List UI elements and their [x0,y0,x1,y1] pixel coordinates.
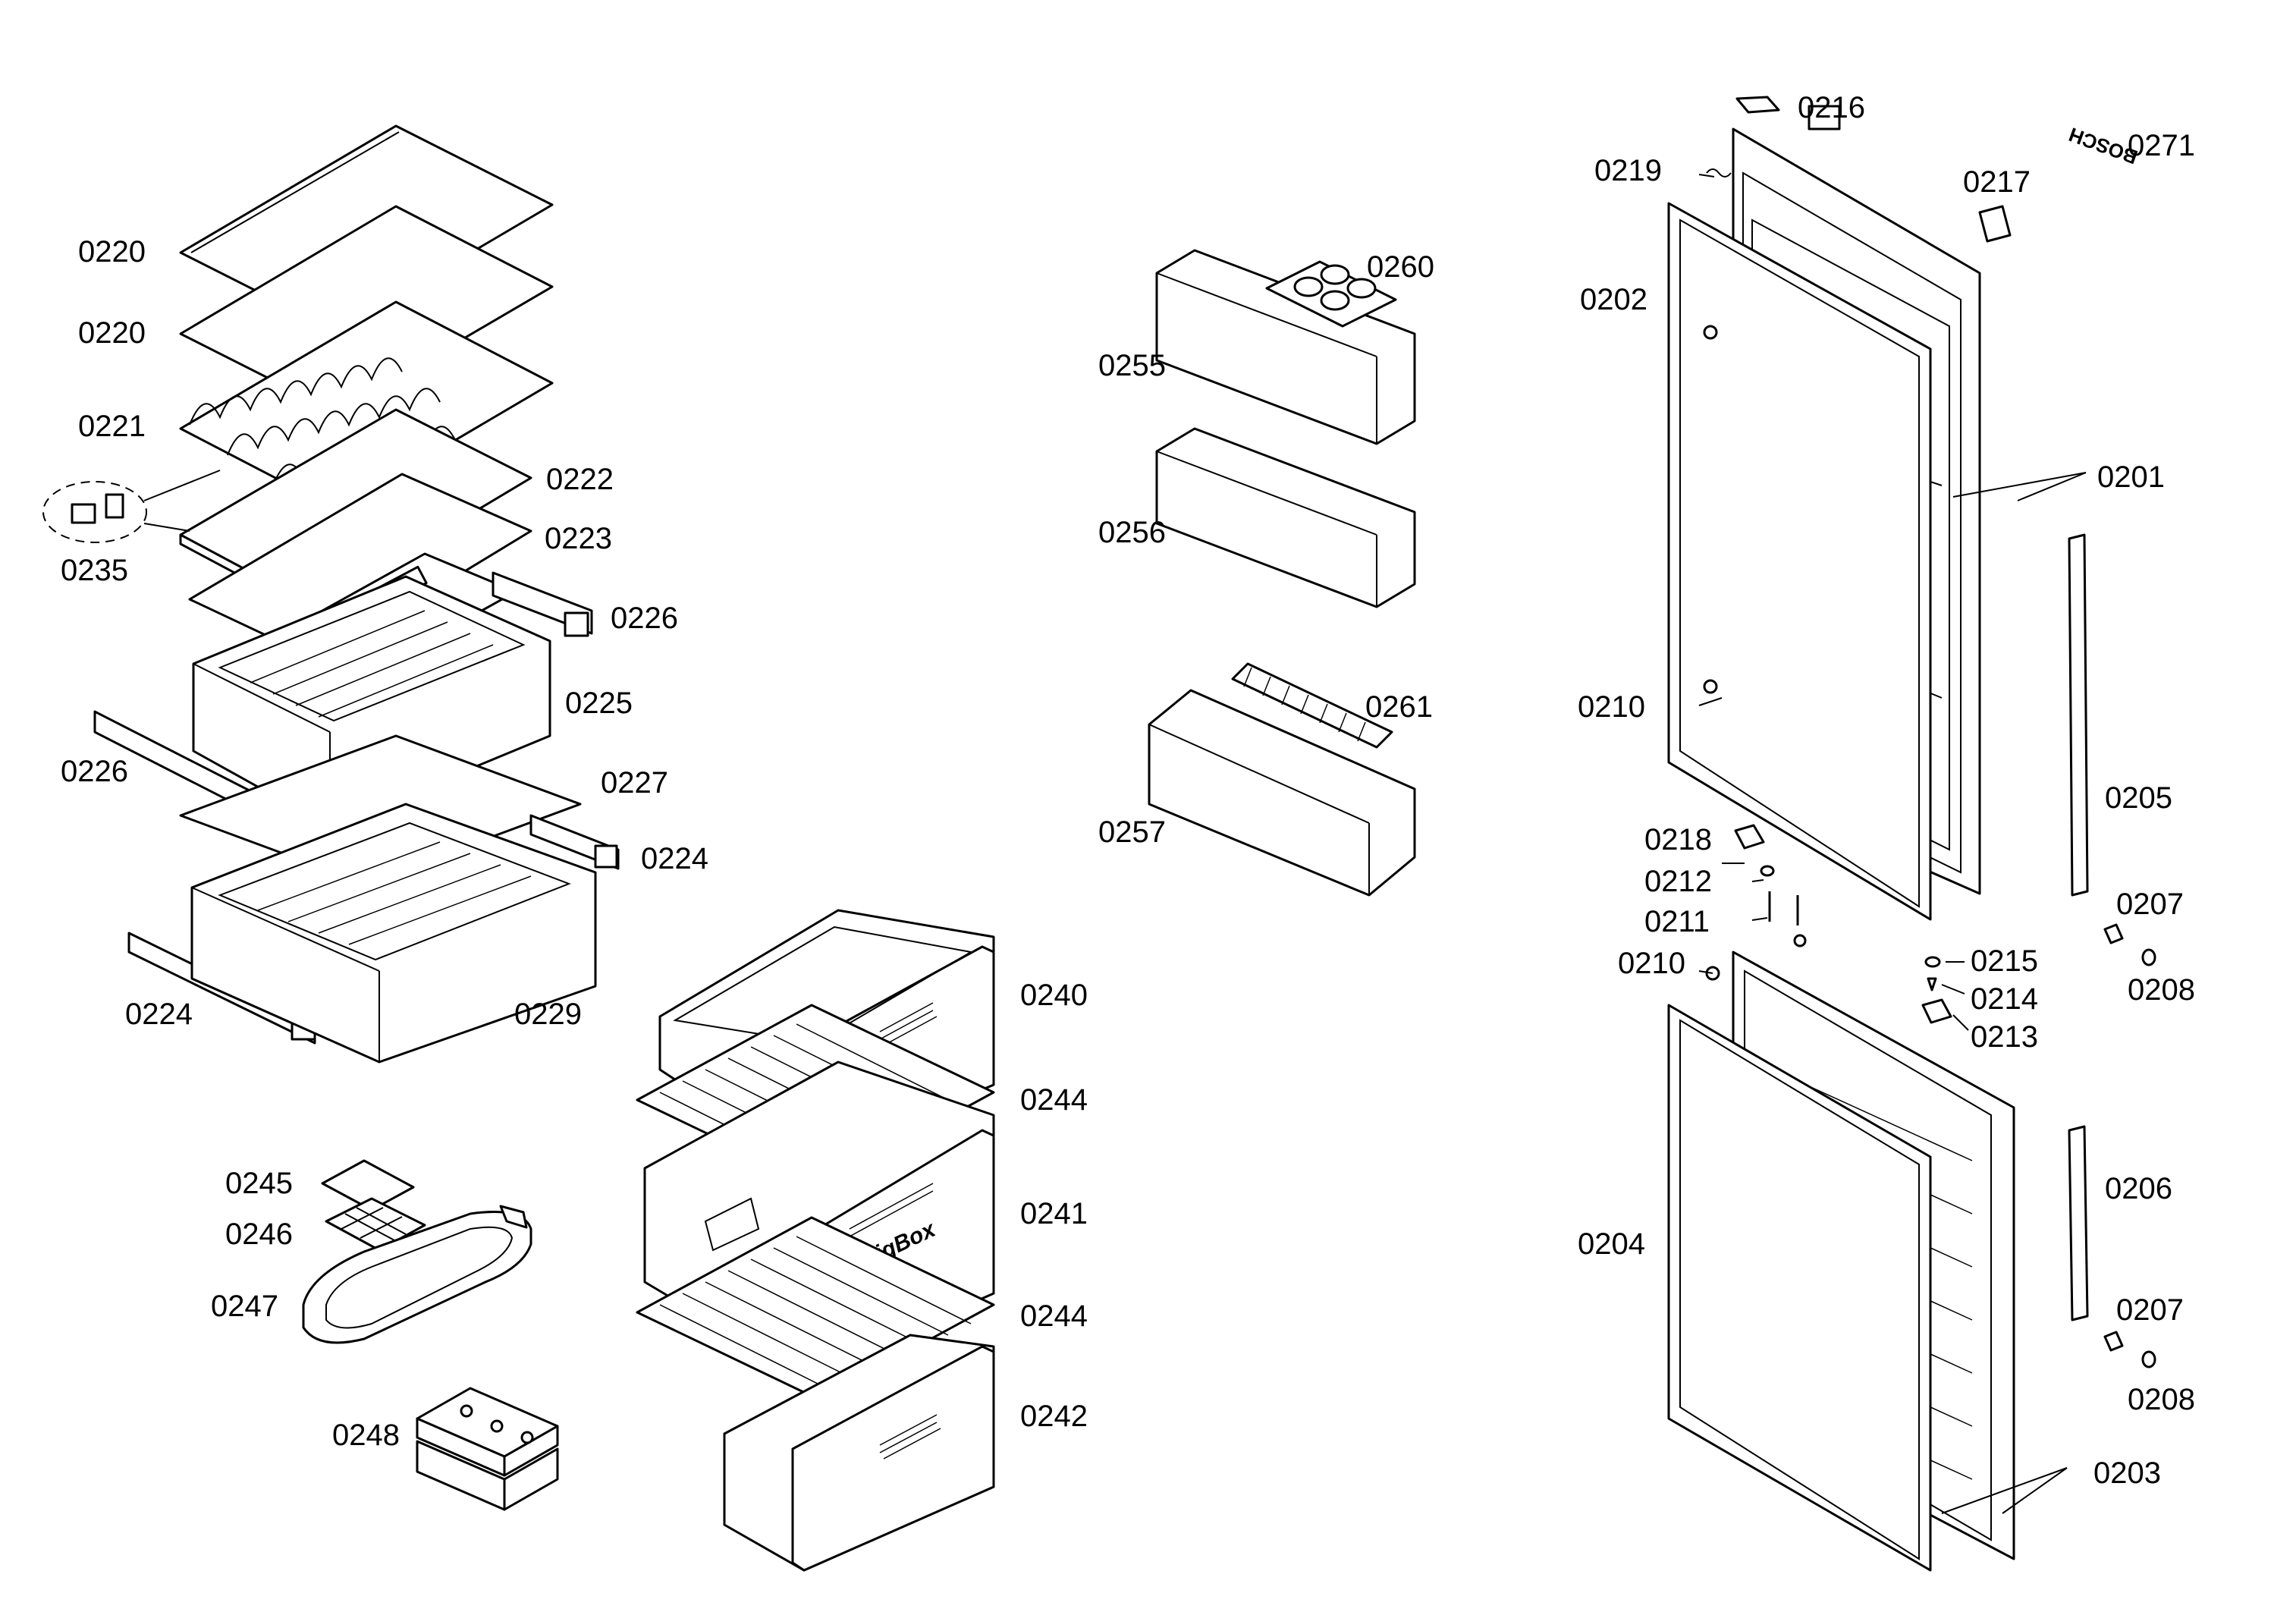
handle-lower-0206 [2068,1125,2089,1321]
leader-lines [1698,174,2087,1514]
label-0207-upper: 0207 [2116,888,2184,921]
label-0220-second: 0220 [78,316,146,350]
label-0207-lower: 0207 [2116,1293,2184,1327]
label-0224-left: 0224 [125,998,193,1031]
upper-door-cap-0216 [1735,96,1780,114]
label-0235: 0235 [61,554,128,587]
serving-tray [302,1205,532,1344]
label-0201: 0201 [2097,460,2165,494]
label-0246: 0246 [225,1218,293,1251]
label-0227: 0227 [601,766,668,800]
label-0206: 0206 [2105,1172,2172,1205]
label-0257: 0257 [1098,815,1166,849]
label-0203: 0203 [2093,1456,2161,1490]
label-0222: 0222 [546,463,614,496]
label-0210-lower: 0210 [1618,947,1685,980]
label-0213: 0213 [1971,1020,2038,1054]
label-0229: 0229 [514,998,582,1031]
label-0261: 0261 [1365,690,1433,724]
label-0216: 0216 [1798,91,1865,124]
label-0208-upper: 0208 [2128,973,2195,1007]
spring-0219 [1706,168,1732,178]
label-0240: 0240 [1020,979,1088,1012]
label-0247: 0247 [211,1290,278,1323]
label-0202: 0202 [1580,283,1647,316]
label-0226-left: 0226 [61,755,128,788]
door-bin-0256 [1155,427,1416,608]
label-0256: 0256 [1098,516,1166,549]
handle-upper-0205 [2068,533,2089,897]
label-0223: 0223 [545,522,612,555]
egg-tray-0260 [1265,260,1397,328]
ice-cube-tray [325,1197,426,1252]
label-0212: 0212 [1644,865,1712,898]
label-0221: 0221 [78,410,146,443]
label-0204: 0204 [1578,1227,1645,1261]
slide-rail-0224-right [529,814,620,870]
wire-basket-0244b [636,1216,995,1401]
door-bin-0257 [1148,689,1416,897]
lower-door-gasket [1667,1004,1932,1572]
label-0248: 0248 [332,1419,400,1452]
label-0255: 0255 [1098,349,1166,382]
label-0210-upper: 0210 [1578,690,1645,724]
label-0242: 0242 [1020,1400,1088,1433]
label-0244-upper: 0244 [1020,1083,1088,1117]
label-0218: 0218 [1644,823,1712,856]
door-bin-0255 [1155,249,1416,445]
ice-tray-lid [321,1159,415,1211]
freezer-drawer-0242 [723,1334,995,1572]
label-0260: 0260 [1367,250,1434,284]
upper-door-gasket [1667,202,1932,921]
label-0217: 0217 [1963,165,2031,199]
cold-pack [416,1387,559,1511]
egg-holder-0261 [1231,662,1393,749]
label-0271: 0271 [2128,129,2195,162]
label-0219: 0219 [1594,154,1662,187]
label-0226-right: 0226 [611,602,678,635]
label-0220-top: 0220 [78,235,146,269]
label-0245: 0245 [225,1167,293,1200]
slide-rail-0226-right [492,571,593,637]
label-0224-right: 0224 [641,842,708,875]
label-0244-lower: 0244 [1020,1299,1088,1333]
crisper-drawer-lower [190,803,597,1064]
part-labels: 0220 0220 0221 0222 0223 0235 0226 0225 … [61,91,2195,1490]
label-0241: 0241 [1020,1197,1088,1230]
label-0225: 0225 [565,687,633,720]
hinge-cover-0217 [1978,205,2012,243]
label-0215: 0215 [1971,944,2038,978]
label-0214: 0214 [1971,982,2038,1016]
bracket-0235 [42,470,221,543]
label-0205: 0205 [2105,781,2172,815]
label-0208-lower: 0208 [2128,1383,2195,1416]
label-0211: 0211 [1644,905,1710,938]
